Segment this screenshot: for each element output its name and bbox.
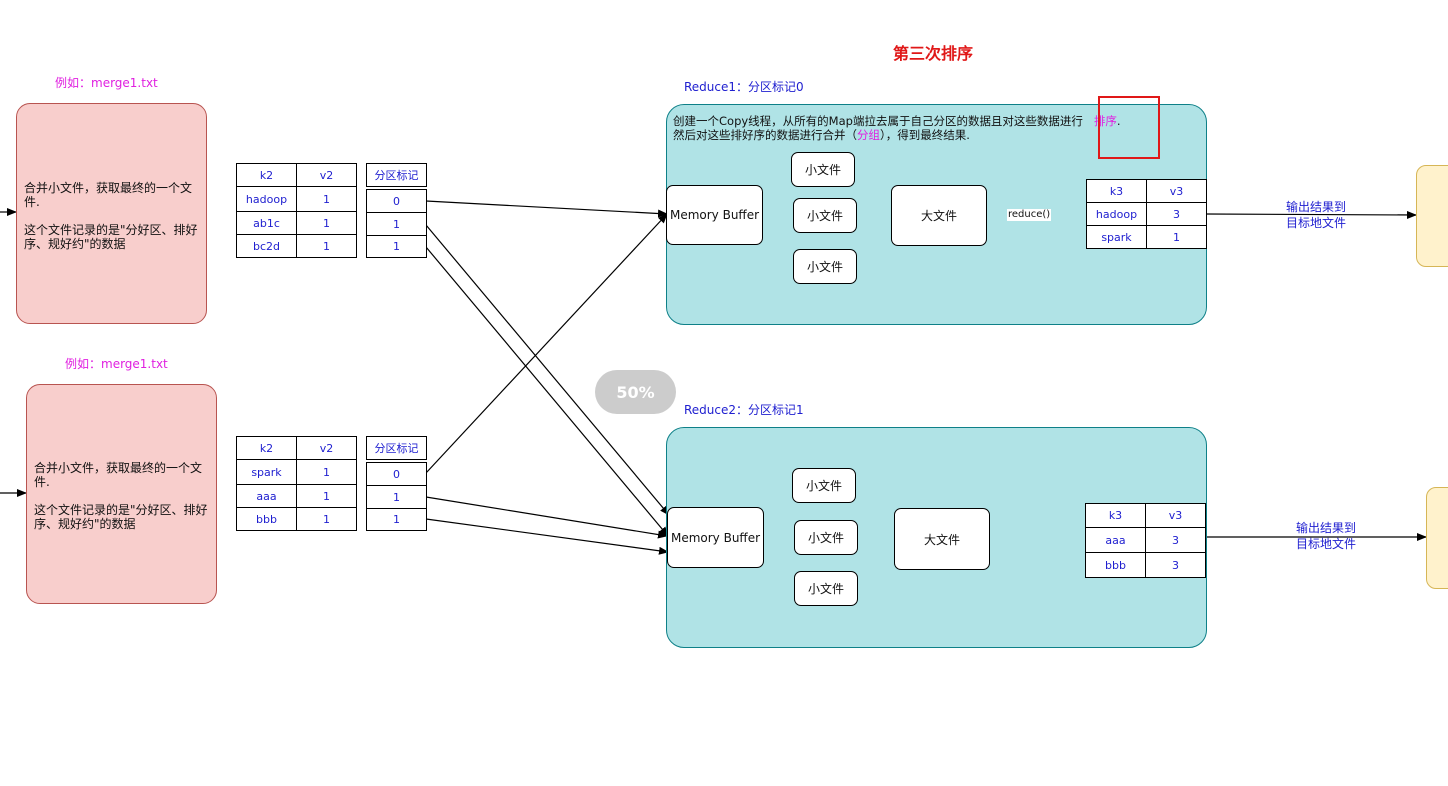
arrow-p2-1a-to-reduce2 — [425, 496, 668, 539]
partition-table-1-cell: 1 — [366, 235, 427, 258]
partition-table-2-cell: 1 — [366, 508, 427, 531]
reduce2-label: Reduce2：分区标记1 — [684, 403, 804, 417]
kv-table-1-cell: bc2d — [236, 234, 297, 258]
reduce1-small-file-1[interactable]: 小文件 — [791, 152, 855, 187]
result-table-1: k3 v3 hadoop 3 spark 1 — [1086, 179, 1207, 249]
partition-table-1-header: 分区标记 — [366, 163, 427, 187]
merge-box-1[interactable]: 合并小文件，获取最终的一个文件. 这个文件记录的是"分好区、排好序、规好约"的数… — [16, 103, 207, 324]
reduce1-desc-text: 创建一个Copy线程，从所有的Map端拉去属于自己分区的数据且对这些数据进行 — [673, 114, 1083, 128]
reduce2-big-file[interactable]: 大文件 — [894, 508, 990, 570]
merge-box-2-text: 合并小文件，获取最终的一个文件. — [34, 461, 203, 489]
merge-box-1-text: 合并小文件，获取最终的一个文件. — [24, 181, 193, 209]
arrow-p1-1a-to-reduce2 — [425, 224, 670, 516]
kv-table-2-header-v: v2 — [296, 436, 357, 460]
reduce2-small-file-2[interactable]: 小文件 — [794, 520, 858, 555]
kv-table-1-cell: ab1c — [236, 211, 297, 235]
output-label-2: 输出结果到 目标地文件 — [1276, 520, 1376, 552]
kv-table-1: k2 v2 hadoop 1 ab1c 1 bc2d 1 — [236, 163, 357, 258]
output-label-2-line1: 输出结果到 — [1295, 521, 1356, 535]
output-label-1-line1: 输出结果到 — [1285, 200, 1346, 214]
result-table-2-cell: bbb — [1085, 552, 1146, 578]
result-table-1-cell: 1 — [1146, 225, 1207, 249]
reduce2-small-file-1[interactable]: 小文件 — [792, 468, 856, 503]
result-table-1-cell: hadoop — [1086, 202, 1147, 226]
reduce1-small-file-3[interactable]: 小文件 — [793, 249, 857, 284]
kv-table-2-header-k: k2 — [236, 436, 297, 460]
example-label-2: 例如：merge1.txt — [65, 357, 168, 371]
kv-table-1-cell: 1 — [296, 211, 357, 235]
output-label-1: 输出结果到 目标地文件 — [1266, 199, 1366, 231]
arrow-p1-1b-to-reduce2 — [425, 246, 669, 537]
reduce1-desc-dot: . — [1116, 114, 1121, 128]
output-file-box-2[interactable] — [1426, 487, 1448, 589]
arrow-p2-0-to-reduce1 — [425, 213, 668, 474]
result-table-2: k3 v3 aaa 3 bbb 3 — [1085, 503, 1206, 578]
arrow-p1-0-to-reduce1 — [425, 200, 668, 218]
result-table-1-cell: spark — [1086, 225, 1147, 249]
reduce1-desc-line2a: 然后对这些排好序的数据进行合并（ — [673, 128, 857, 142]
merge-box-2-note: 这个文件记录的是"分好区、排好序、规好约"的数据 — [34, 503, 208, 531]
kv-table-1-header-k: k2 — [236, 163, 297, 187]
sort-highlight-box — [1098, 96, 1160, 159]
partition-table-1-cell: 0 — [366, 189, 427, 213]
result-table-2-cell: 3 — [1145, 552, 1206, 578]
partition-table-2-header: 分区标记 — [366, 436, 427, 460]
reduce1-memory-buffer[interactable]: Memory Buffer — [666, 185, 763, 245]
partition-table-2-cell: 1 — [366, 485, 427, 509]
partition-table-1-cell: 1 — [366, 212, 427, 236]
reduce1-desc-group: 分组 — [857, 128, 880, 142]
partition-table-2-cell: 0 — [366, 462, 427, 486]
kv-table-1-header-v: v2 — [296, 163, 357, 187]
result-table-2-cell: aaa — [1085, 527, 1146, 553]
reduce1-label: Reduce1：分区标记0 — [684, 80, 804, 94]
kv-table-2-cell: aaa — [236, 484, 297, 508]
kv-table-1-cell: 1 — [296, 234, 357, 258]
reduce1-description: 创建一个Copy线程，从所有的Map端拉去属于自己分区的数据且对这些数据进行 排… — [673, 114, 1193, 142]
reduce2-small-file-3[interactable]: 小文件 — [794, 571, 858, 606]
merge-box-2[interactable]: 合并小文件，获取最终的一个文件. 这个文件记录的是"分好区、排好序、规好约"的数… — [26, 384, 217, 604]
kv-table-2: k2 v2 spark 1 aaa 1 bbb 1 — [236, 436, 357, 531]
output-file-box-1[interactable] — [1416, 165, 1448, 267]
example-label-1: 例如：merge1.txt — [55, 76, 158, 90]
reduce2-memory-buffer[interactable]: Memory Buffer — [667, 507, 764, 568]
partition-table-1: 分区标记 0 1 1 — [366, 163, 427, 258]
kv-table-2-cell: spark — [236, 459, 297, 485]
output-label-1-line2: 目标地文件 — [1285, 216, 1346, 230]
result-table-1-cell: 3 — [1146, 202, 1207, 226]
kv-table-1-cell: hadoop — [236, 186, 297, 212]
kv-table-2-cell: 1 — [296, 507, 357, 531]
kv-table-2-cell: bbb — [236, 507, 297, 531]
zoom-badge[interactable]: 50% — [595, 370, 676, 414]
reduce1-small-file-2[interactable]: 小文件 — [793, 198, 857, 233]
result-table-1-header-k: k3 — [1086, 179, 1147, 203]
arrow-p2-1b-to-reduce2 — [425, 518, 669, 555]
kv-table-1-cell: 1 — [296, 186, 357, 212]
merge-box-1-note: 这个文件记录的是"分好区、排好序、规好约"的数据 — [24, 223, 198, 251]
kv-table-2-cell: 1 — [296, 459, 357, 485]
reduce1-desc-line2b: ），得到最终结果. — [880, 128, 970, 142]
result-table-2-header-v: v3 — [1145, 503, 1206, 528]
diagram-title: 第三次排序 — [893, 44, 974, 63]
kv-table-2-cell: 1 — [296, 484, 357, 508]
arrow-result1-output1 — [1205, 210, 1417, 219]
reduce-function-label: reduce() — [1007, 209, 1052, 221]
result-table-2-header-k: k3 — [1085, 503, 1146, 528]
output-label-2-line2: 目标地文件 — [1295, 537, 1356, 551]
result-table-2-cell: 3 — [1145, 527, 1206, 553]
partition-table-2: 分区标记 0 1 1 — [366, 436, 427, 531]
reduce1-big-file[interactable]: 大文件 — [891, 185, 987, 246]
result-table-1-header-v: v3 — [1146, 179, 1207, 203]
